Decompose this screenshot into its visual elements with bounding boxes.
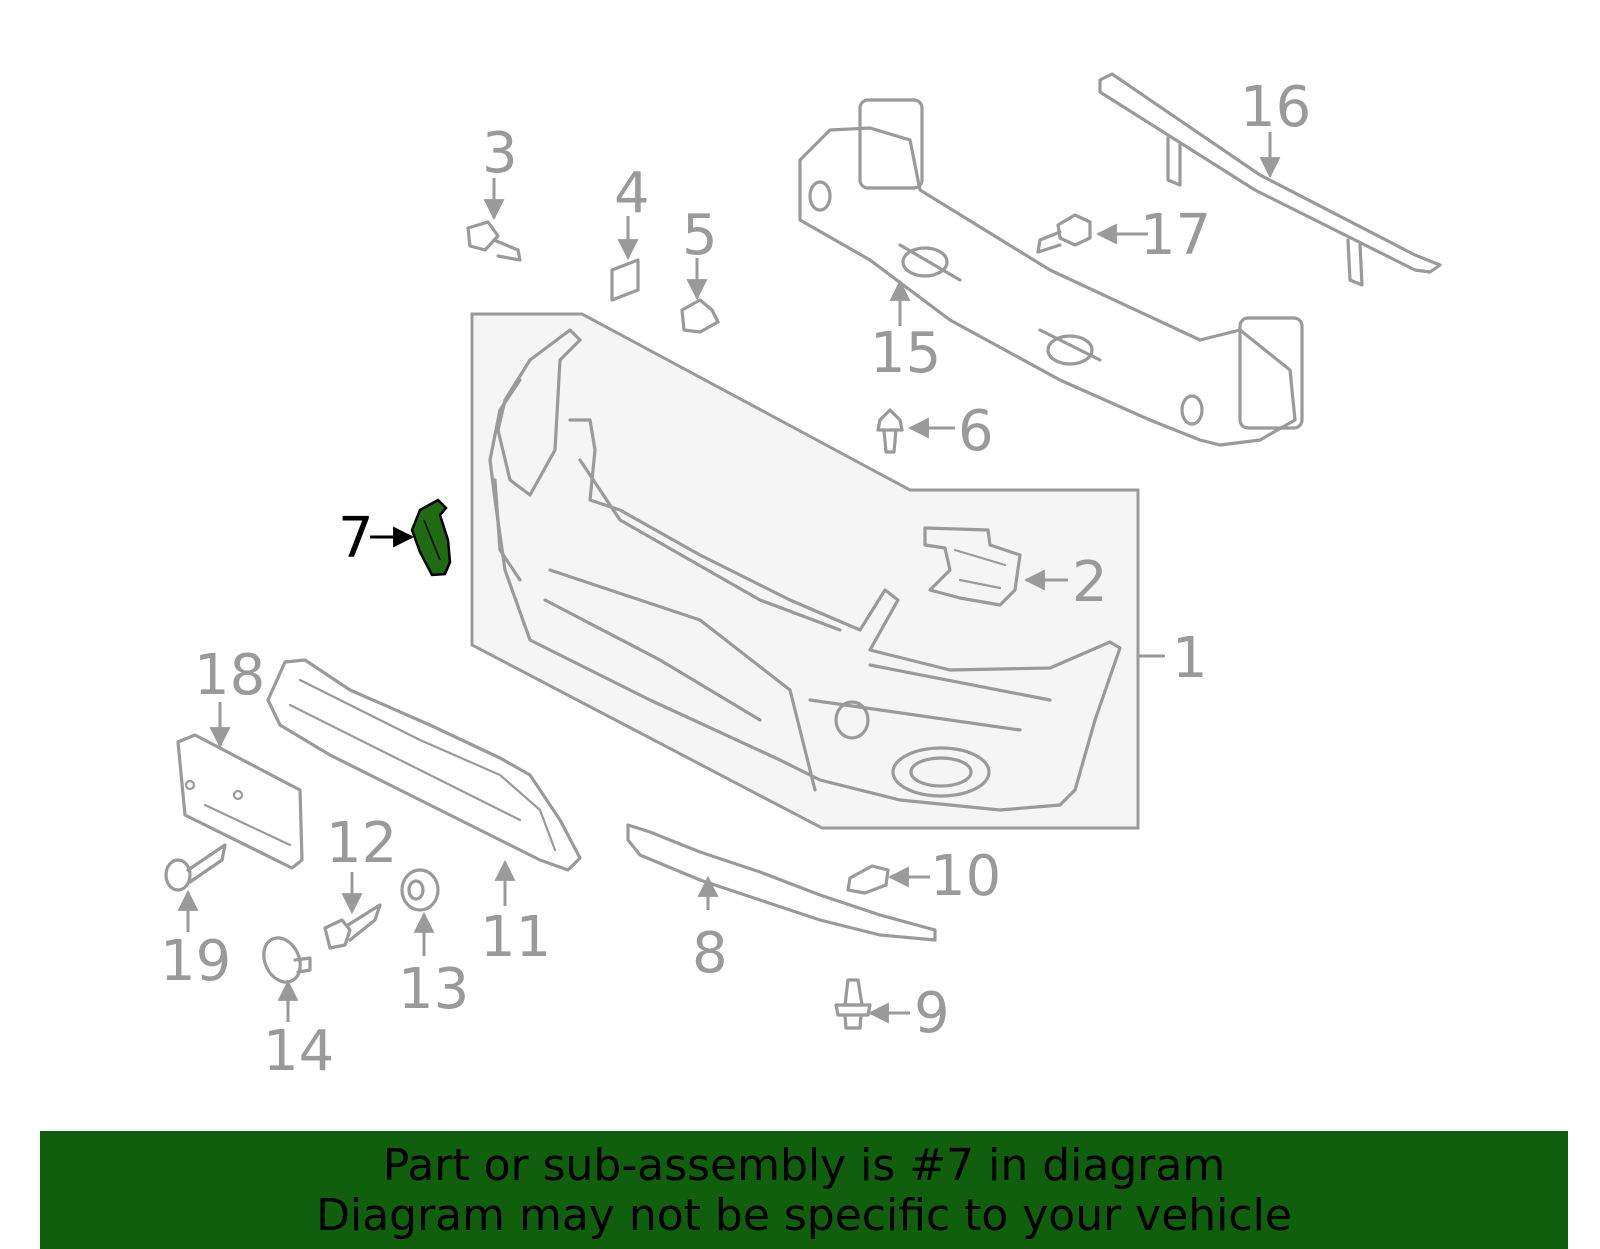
push-pin-part-9 xyxy=(834,978,872,1030)
bumper-cover-part xyxy=(488,328,1122,812)
lower-grille-part-11 xyxy=(266,658,582,872)
banner-line-disclaimer: Diagram may not be specific to your vehi… xyxy=(316,1190,1292,1241)
bracket-part-2 xyxy=(923,526,1022,607)
bolt-part-17 xyxy=(1036,213,1092,254)
license-bracket-part-18 xyxy=(176,733,304,870)
cap-part-14 xyxy=(262,936,312,984)
push-pin-part-6 xyxy=(876,408,904,454)
guide-part-7-highlighted[interactable] xyxy=(410,498,452,577)
callout-11: 11 xyxy=(480,905,551,970)
banner-line-part-note: Part or sub-assembly is #7 in diagram xyxy=(382,1140,1226,1191)
callout-18: 18 xyxy=(194,643,265,708)
callout-14: 14 xyxy=(263,1019,334,1084)
callout-13: 13 xyxy=(398,957,469,1022)
grommet-part-13 xyxy=(400,868,440,912)
callout-19: 19 xyxy=(160,929,231,994)
callout-8: 8 xyxy=(692,921,728,986)
screw-part-12 xyxy=(323,903,382,950)
callout-1: 1 xyxy=(1172,626,1208,691)
callout-6: 6 xyxy=(958,399,994,464)
callout-4: 4 xyxy=(614,161,650,226)
callout-15: 15 xyxy=(870,321,941,386)
reinforcement-beam-part-15 xyxy=(798,98,1304,447)
parts-diagram: 1 2 3 4 5 6 7 8 9 10 11 12 13 14 15 16 1… xyxy=(160,72,1442,1084)
callout-labels: 1 2 3 4 5 6 7 8 9 10 11 12 13 14 15 16 1… xyxy=(160,75,1311,1084)
clip-part-10 xyxy=(846,864,890,895)
callout-12: 12 xyxy=(326,811,397,876)
bumper-cover-panel xyxy=(470,312,1140,830)
info-banner: Part or sub-assembly is #7 in diagram Di… xyxy=(40,1131,1568,1249)
callout-7-highlighted: 7 xyxy=(338,506,374,571)
clip-part-4 xyxy=(610,258,640,302)
bolt-part-3 xyxy=(466,220,522,262)
callout-3: 3 xyxy=(482,121,518,186)
screw-part-19 xyxy=(164,843,227,892)
callout-10: 10 xyxy=(930,844,1001,909)
leader-lines xyxy=(177,132,1281,1024)
clip-part-5 xyxy=(680,298,720,334)
callout-17: 17 xyxy=(1140,203,1211,268)
callout-16: 16 xyxy=(1240,75,1311,140)
absorber-bar-part-16 xyxy=(1098,72,1442,287)
callout-9: 9 xyxy=(914,981,950,1046)
callout-5: 5 xyxy=(682,203,718,268)
trim-strip-part-8 xyxy=(626,823,937,942)
callout-2: 2 xyxy=(1072,550,1108,615)
